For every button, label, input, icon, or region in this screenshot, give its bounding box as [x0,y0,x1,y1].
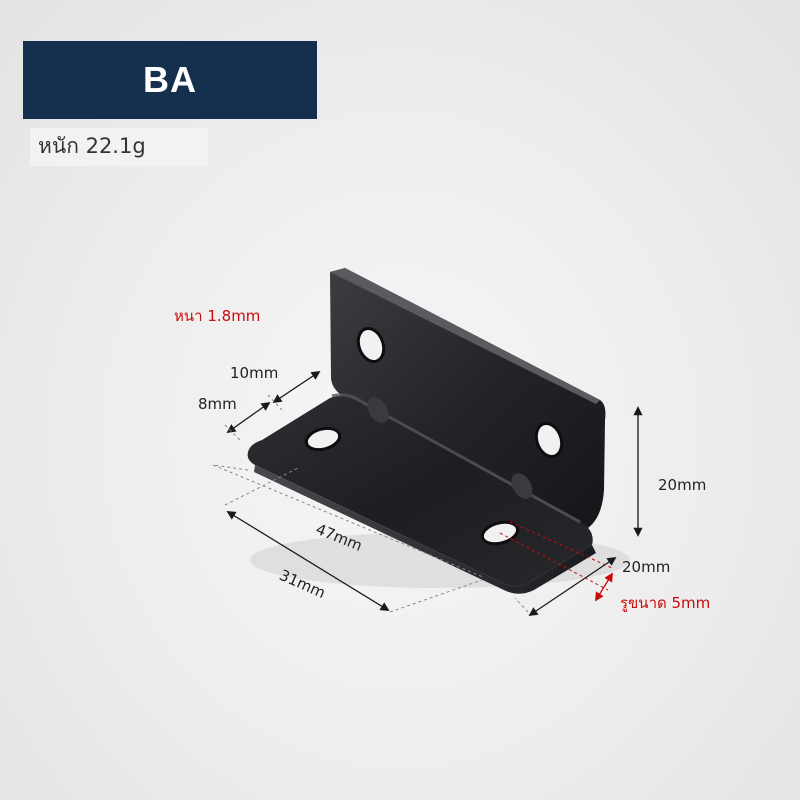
dim-line-hole-b [509,521,613,569]
dim-line-width [528,556,617,617]
dim-ext-47mm [212,464,249,471]
thickness-label: หนา 1.8mm [174,307,261,325]
weight-box [30,128,208,166]
weight-text: หนัก 22.1g [38,134,146,158]
title-text: BA [143,59,197,100]
dim-line-8mm [226,401,271,434]
bracket-rib-left [367,397,389,423]
dim-ext-31mm [389,579,483,613]
bracket-bend [331,393,581,524]
dim-height-label: 20mm [658,476,707,494]
dim-tick-8mm [224,424,241,441]
title-banner: BA [23,41,317,119]
dim-arrow-hole [595,572,613,602]
dim-line-10mm [272,370,321,404]
hole-vertical-left [356,327,386,363]
dim-8mm-label: 8mm [198,395,237,413]
hole-vertical-right [534,422,564,458]
bracket-rib-right [511,473,533,499]
bracket-top-edge [330,268,600,404]
dim-ext-31mm-left [224,467,299,506]
dim-width-label: 20mm [622,558,671,576]
dim-ext-width [514,597,529,613]
dim-line-hole-a [499,532,609,591]
hole-horizontal-left [304,426,342,452]
hole-size-label: รูขนาด 5mm [620,594,711,612]
dim-line-31mm [226,511,390,611]
bracket-vertical-flange [330,268,606,530]
dim-tick-10mm [267,394,283,411]
dim-10mm-label: 10mm [230,364,279,382]
